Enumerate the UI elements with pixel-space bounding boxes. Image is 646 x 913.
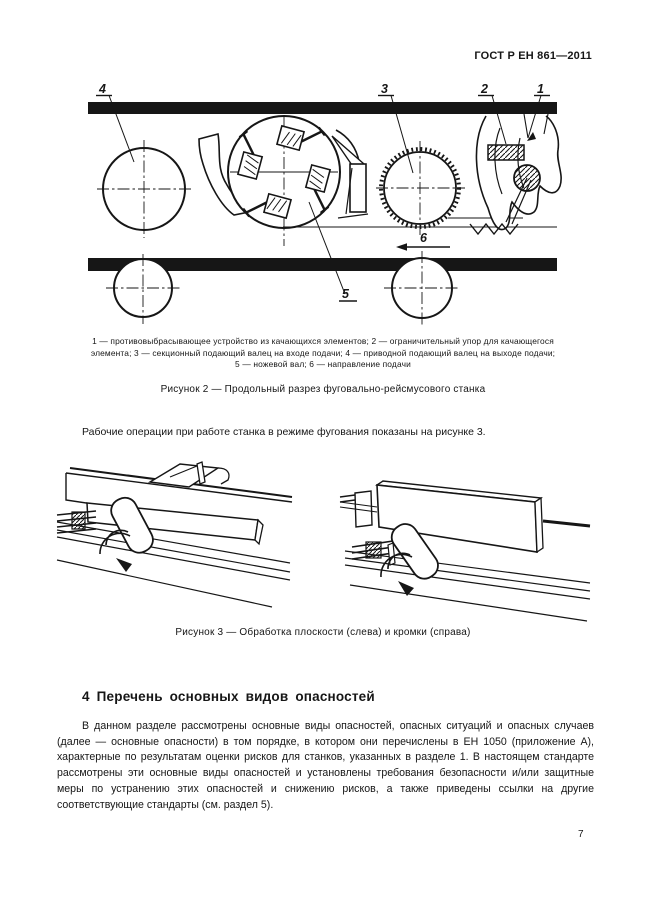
callout-5: 5 bbox=[342, 287, 350, 301]
legend-line: 1 — противовыбрасывающее устройство из к… bbox=[92, 336, 554, 346]
legend-line: элемента; 3 — секционный подающий валец … bbox=[90, 347, 556, 358]
callout-5-group: 5 bbox=[308, 201, 357, 302]
outfeed-roller bbox=[97, 140, 191, 238]
edging-operation bbox=[339, 480, 591, 622]
kickback-teeth bbox=[469, 222, 519, 236]
lower-rollers bbox=[106, 251, 460, 326]
page-number: 7 bbox=[578, 829, 584, 840]
anti-kickback-device bbox=[469, 113, 562, 236]
figure2-legend: 1 — противовыбрасывающее устройство из к… bbox=[0, 336, 646, 371]
callout-6: 6 bbox=[420, 231, 428, 245]
sectional-infeed-roller bbox=[376, 141, 465, 238]
callout-1: 1 bbox=[537, 82, 544, 96]
standard-code-header: ГОСТ Р ЕН 861—2011 bbox=[474, 50, 592, 62]
figure3-caption: Рисунок 3 — Обработка плоскости (слева) … bbox=[175, 627, 471, 638]
limit-stop bbox=[487, 144, 525, 161]
pressure-shoe bbox=[331, 129, 369, 219]
figure3-drawing bbox=[56, 461, 591, 622]
callout-3-group: 3 bbox=[378, 82, 414, 174]
callout-4-group: 4 bbox=[96, 82, 135, 163]
callout-2-group: 2 bbox=[478, 82, 507, 145]
upper-table-bar bbox=[88, 102, 557, 114]
table-surface-line bbox=[283, 217, 557, 228]
callout-3: 3 bbox=[381, 82, 388, 96]
figure2-caption: Рисунок 2 — Продольный разрез фуговально… bbox=[160, 384, 486, 395]
callout-1-group: 1 bbox=[527, 82, 550, 141]
feed-direction-arrow: 6 bbox=[396, 231, 450, 251]
callout-4: 4 bbox=[98, 82, 106, 96]
callout-2: 2 bbox=[480, 82, 488, 96]
cutter-block bbox=[227, 115, 341, 246]
surfacing-operation bbox=[56, 461, 293, 608]
section-4-heading: 4 Перечень основных видов опасностей bbox=[82, 689, 375, 704]
figure2-drawing: 6 5 4 3 2 1 bbox=[88, 82, 562, 326]
intro-paragraph: Рабочие операции при работе станка в реж… bbox=[82, 426, 486, 438]
legend-line: 5 — ножевой вал; 6 — направление подачи bbox=[235, 359, 411, 370]
section-4-body: В данном разделе рассмотрены основные ви… bbox=[57, 720, 594, 811]
